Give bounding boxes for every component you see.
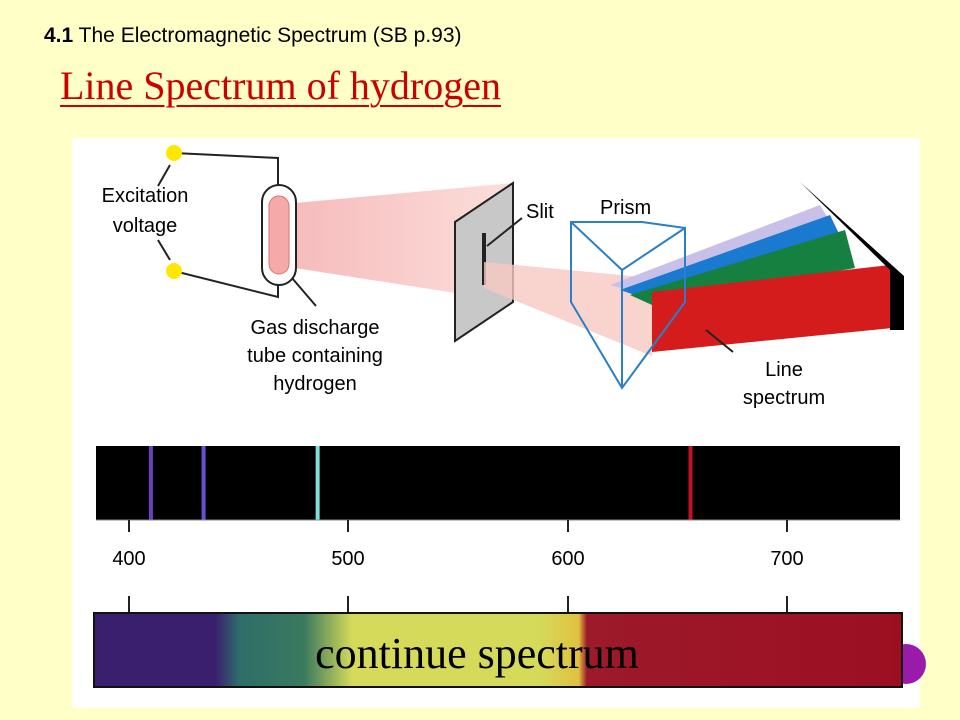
- slit-label: Slit: [526, 201, 554, 223]
- emission-line-486: [315, 446, 320, 520]
- section-header: 4.1 The Electromagnetic Spectrum (SB p.9…: [44, 24, 462, 48]
- excitation-label-2: voltage: [113, 215, 178, 237]
- line-spectrum-label-1: Line: [765, 359, 803, 381]
- tick-label-600: 600: [551, 548, 584, 570]
- line-spectrum-label-2: spectrum: [743, 387, 825, 409]
- green-ray: [630, 230, 855, 305]
- slit-beam: [484, 262, 652, 356]
- emission-line-434: [201, 446, 206, 520]
- tube-label-3: hydrogen: [273, 373, 356, 395]
- emission-line-656: [688, 446, 693, 520]
- tick-label-700: 700: [770, 548, 803, 570]
- tube-pointer: [291, 277, 317, 307]
- red-ray: [652, 265, 892, 352]
- circuit-wires: [157, 152, 279, 299]
- wavelength-axis: 400 500 600 700: [112, 520, 804, 612]
- electrode-top: [166, 145, 182, 161]
- tube-label-2: tube containing: [247, 345, 383, 367]
- excitation-label-1: Excitation: [102, 185, 189, 207]
- screen: [800, 182, 904, 330]
- prism: [570, 221, 686, 390]
- spectrum-pointer: [705, 329, 734, 353]
- continuous-spectrum-band: [93, 612, 903, 688]
- emission-spectrum-band: [96, 446, 900, 520]
- tick-label-400: 400: [112, 548, 145, 570]
- tube-label-1: Gas discharge: [251, 317, 380, 339]
- section-number: 4.1: [44, 24, 74, 47]
- emission-lines: [148, 446, 693, 520]
- electrode-bottom: [166, 263, 182, 279]
- emission-line-410: [148, 446, 153, 520]
- violet-ray: [610, 205, 830, 295]
- section-title: The Electromagnetic Spectrum (SB p.93): [78, 24, 462, 47]
- page-title: Line Spectrum of hydrogen: [60, 63, 501, 108]
- slit-pointer: [486, 217, 523, 247]
- tick-label-500: 500: [331, 548, 364, 570]
- glowing-gas: [268, 195, 290, 275]
- blue-ray: [620, 215, 842, 300]
- prism-label: Prism: [600, 197, 651, 219]
- continuous-spectrum-label: continue spectrum: [315, 629, 639, 678]
